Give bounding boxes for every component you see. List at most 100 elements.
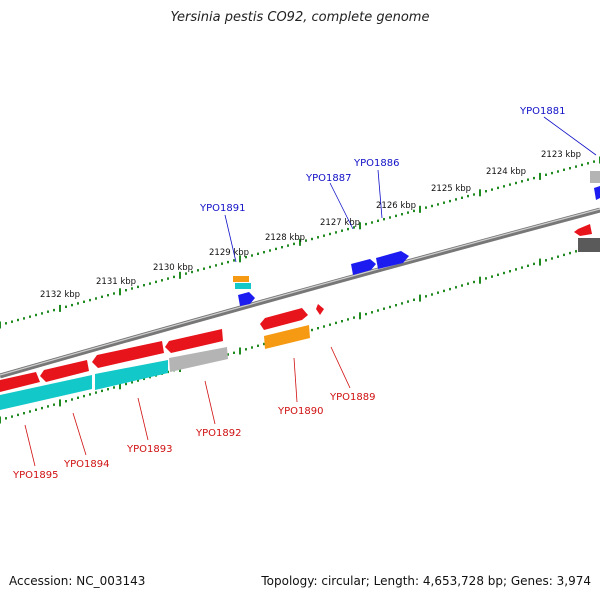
gene-label-ypo1890[interactable]: YPO1890: [277, 406, 323, 417]
gene-label-ypo1887[interactable]: YPO1887: [305, 173, 351, 184]
gene-label-ypo1886[interactable]: YPO1886: [353, 158, 399, 169]
ruler-label: 2123 kbp: [541, 150, 581, 160]
ruler-minor-tick: [197, 269, 199, 272]
ruler-minor-tick: [341, 229, 343, 232]
ruler-minor-tick: [35, 313, 37, 317]
ruler-minor-tick: [233, 351, 235, 354]
feature-orange-arrow[interactable]: [264, 325, 310, 349]
ruler-major-tick: [239, 255, 241, 263]
ruler-minor-tick: [5, 322, 7, 325]
ruler-minor-tick: [389, 216, 391, 219]
ruler-minor-tick: [485, 190, 487, 193]
ruler-minor-tick: [275, 247, 277, 251]
ruler-minor-tick: [575, 165, 577, 168]
ruler-major-tick: [359, 222, 361, 230]
ruler-minor-tick: [233, 259, 235, 262]
genome-summary-text: Topology: circular; Length: 4,653,728 bp…: [261, 574, 591, 588]
ruler-minor-tick: [401, 302, 403, 305]
ruler-minor-tick: [113, 386, 115, 389]
leader-line: [543, 116, 597, 156]
ruler-minor-tick: [461, 284, 463, 287]
ruler-major-tick: [479, 189, 481, 197]
ruler-minor-tick: [551, 257, 553, 260]
ruler-minor-tick: [161, 279, 163, 282]
ruler-minor-tick: [497, 186, 499, 190]
gene-label-ypo1894[interactable]: YPO1894: [63, 459, 109, 470]
ruler-minor-tick: [533, 262, 535, 266]
ruler-minor-tick: [347, 318, 349, 321]
ruler-minor-tick: [221, 262, 223, 265]
ruler-major-tick: [119, 382, 121, 390]
ruler-minor-tick: [587, 162, 589, 165]
ruler-minor-tick: [425, 295, 427, 298]
ruler-minor-tick: [407, 300, 409, 303]
feature-blue-arrow[interactable]: [238, 292, 255, 306]
gene-label-ypo1892[interactable]: YPO1892: [195, 428, 241, 439]
ruler-minor-tick: [413, 298, 415, 301]
feature-cyan[interactable]: [235, 283, 251, 289]
ruler-minor-tick: [473, 280, 475, 284]
ruler-minor-tick: [83, 300, 85, 303]
gene-label-ypo1893[interactable]: YPO1893: [126, 444, 172, 455]
ruler-label: 2128 kbp: [265, 233, 305, 243]
gene-label-ypo1881[interactable]: YPO1881: [519, 106, 565, 117]
gene-label-ypo1891[interactable]: YPO1891: [199, 203, 245, 214]
feature-darkgray[interactable]: [578, 238, 600, 252]
ruler-minor-tick: [437, 203, 439, 206]
feature-red-arrow[interactable]: [574, 224, 592, 236]
ruler-minor-tick: [89, 393, 91, 396]
feature-cyan-arrow[interactable]: [95, 360, 168, 390]
ruler-minor-tick: [323, 325, 325, 328]
ruler-label: 2127 kbp: [320, 218, 360, 228]
ruler-minor-tick: [521, 266, 523, 269]
ruler-minor-tick: [215, 264, 217, 267]
reverse-features: [0, 224, 600, 410]
feature-blue-arrow[interactable]: [351, 259, 376, 275]
ruler-minor-tick: [395, 304, 397, 307]
feature-blue-arrow[interactable]: [594, 186, 600, 200]
ruler-minor-tick: [527, 178, 529, 181]
ruler-major-tick: [359, 312, 361, 320]
feature-red-small[interactable]: [316, 304, 324, 315]
ruler-minor-tick: [353, 316, 355, 319]
ruler-minor-tick: [17, 318, 19, 322]
ruler-minor-tick: [389, 305, 391, 309]
feature-red-arrow[interactable]: [260, 308, 308, 330]
ruler-outer: [0, 156, 600, 329]
ruler-labels: 2132 kbp 2131 kbp 2130 kbp 2129 kbp 2128…: [40, 150, 581, 300]
ruler-minor-tick: [527, 264, 529, 267]
ruler-minor-tick: [407, 211, 409, 214]
feature-red-arrow[interactable]: [0, 372, 40, 392]
feature-red-arrow[interactable]: [92, 341, 164, 368]
feature-red-arrow[interactable]: [165, 329, 223, 353]
feature-blue-arrow[interactable]: [376, 251, 409, 269]
feature-gray-block[interactable]: [169, 347, 228, 372]
ruler-major-tick: [59, 304, 61, 312]
feature-red-arrow[interactable]: [40, 360, 89, 382]
ruler-minor-tick: [305, 239, 307, 242]
ruler-minor-tick: [173, 275, 175, 279]
feature-cyan-arrow[interactable]: [0, 375, 92, 410]
ruler-minor-tick: [323, 234, 325, 237]
gene-label-ypo1889[interactable]: YPO1889: [329, 392, 375, 403]
ruler-minor-tick: [269, 249, 271, 252]
ruler-minor-tick: [125, 289, 127, 292]
feature-orange[interactable]: [233, 276, 249, 282]
ruler-minor-tick: [53, 308, 55, 312]
ruler-minor-tick: [563, 168, 565, 171]
ruler-major-tick: [479, 276, 481, 284]
ruler-minor-tick: [431, 293, 433, 296]
gene-label-ypo1895[interactable]: YPO1895: [12, 470, 58, 481]
feature-gray[interactable]: [590, 171, 600, 183]
ruler-minor-tick: [335, 231, 337, 234]
ruler-minor-tick: [131, 287, 133, 290]
ruler-minor-tick: [227, 353, 229, 356]
ruler-minor-tick: [443, 289, 445, 293]
leader-line: [224, 214, 237, 263]
ruler-minor-tick: [353, 226, 355, 229]
ruler-minor-tick: [557, 170, 559, 173]
ruler-major-tick: [0, 416, 1, 424]
ruler-minor-tick: [209, 265, 211, 269]
ruler-minor-tick: [11, 415, 13, 418]
ruler-minor-tick: [395, 214, 397, 218]
